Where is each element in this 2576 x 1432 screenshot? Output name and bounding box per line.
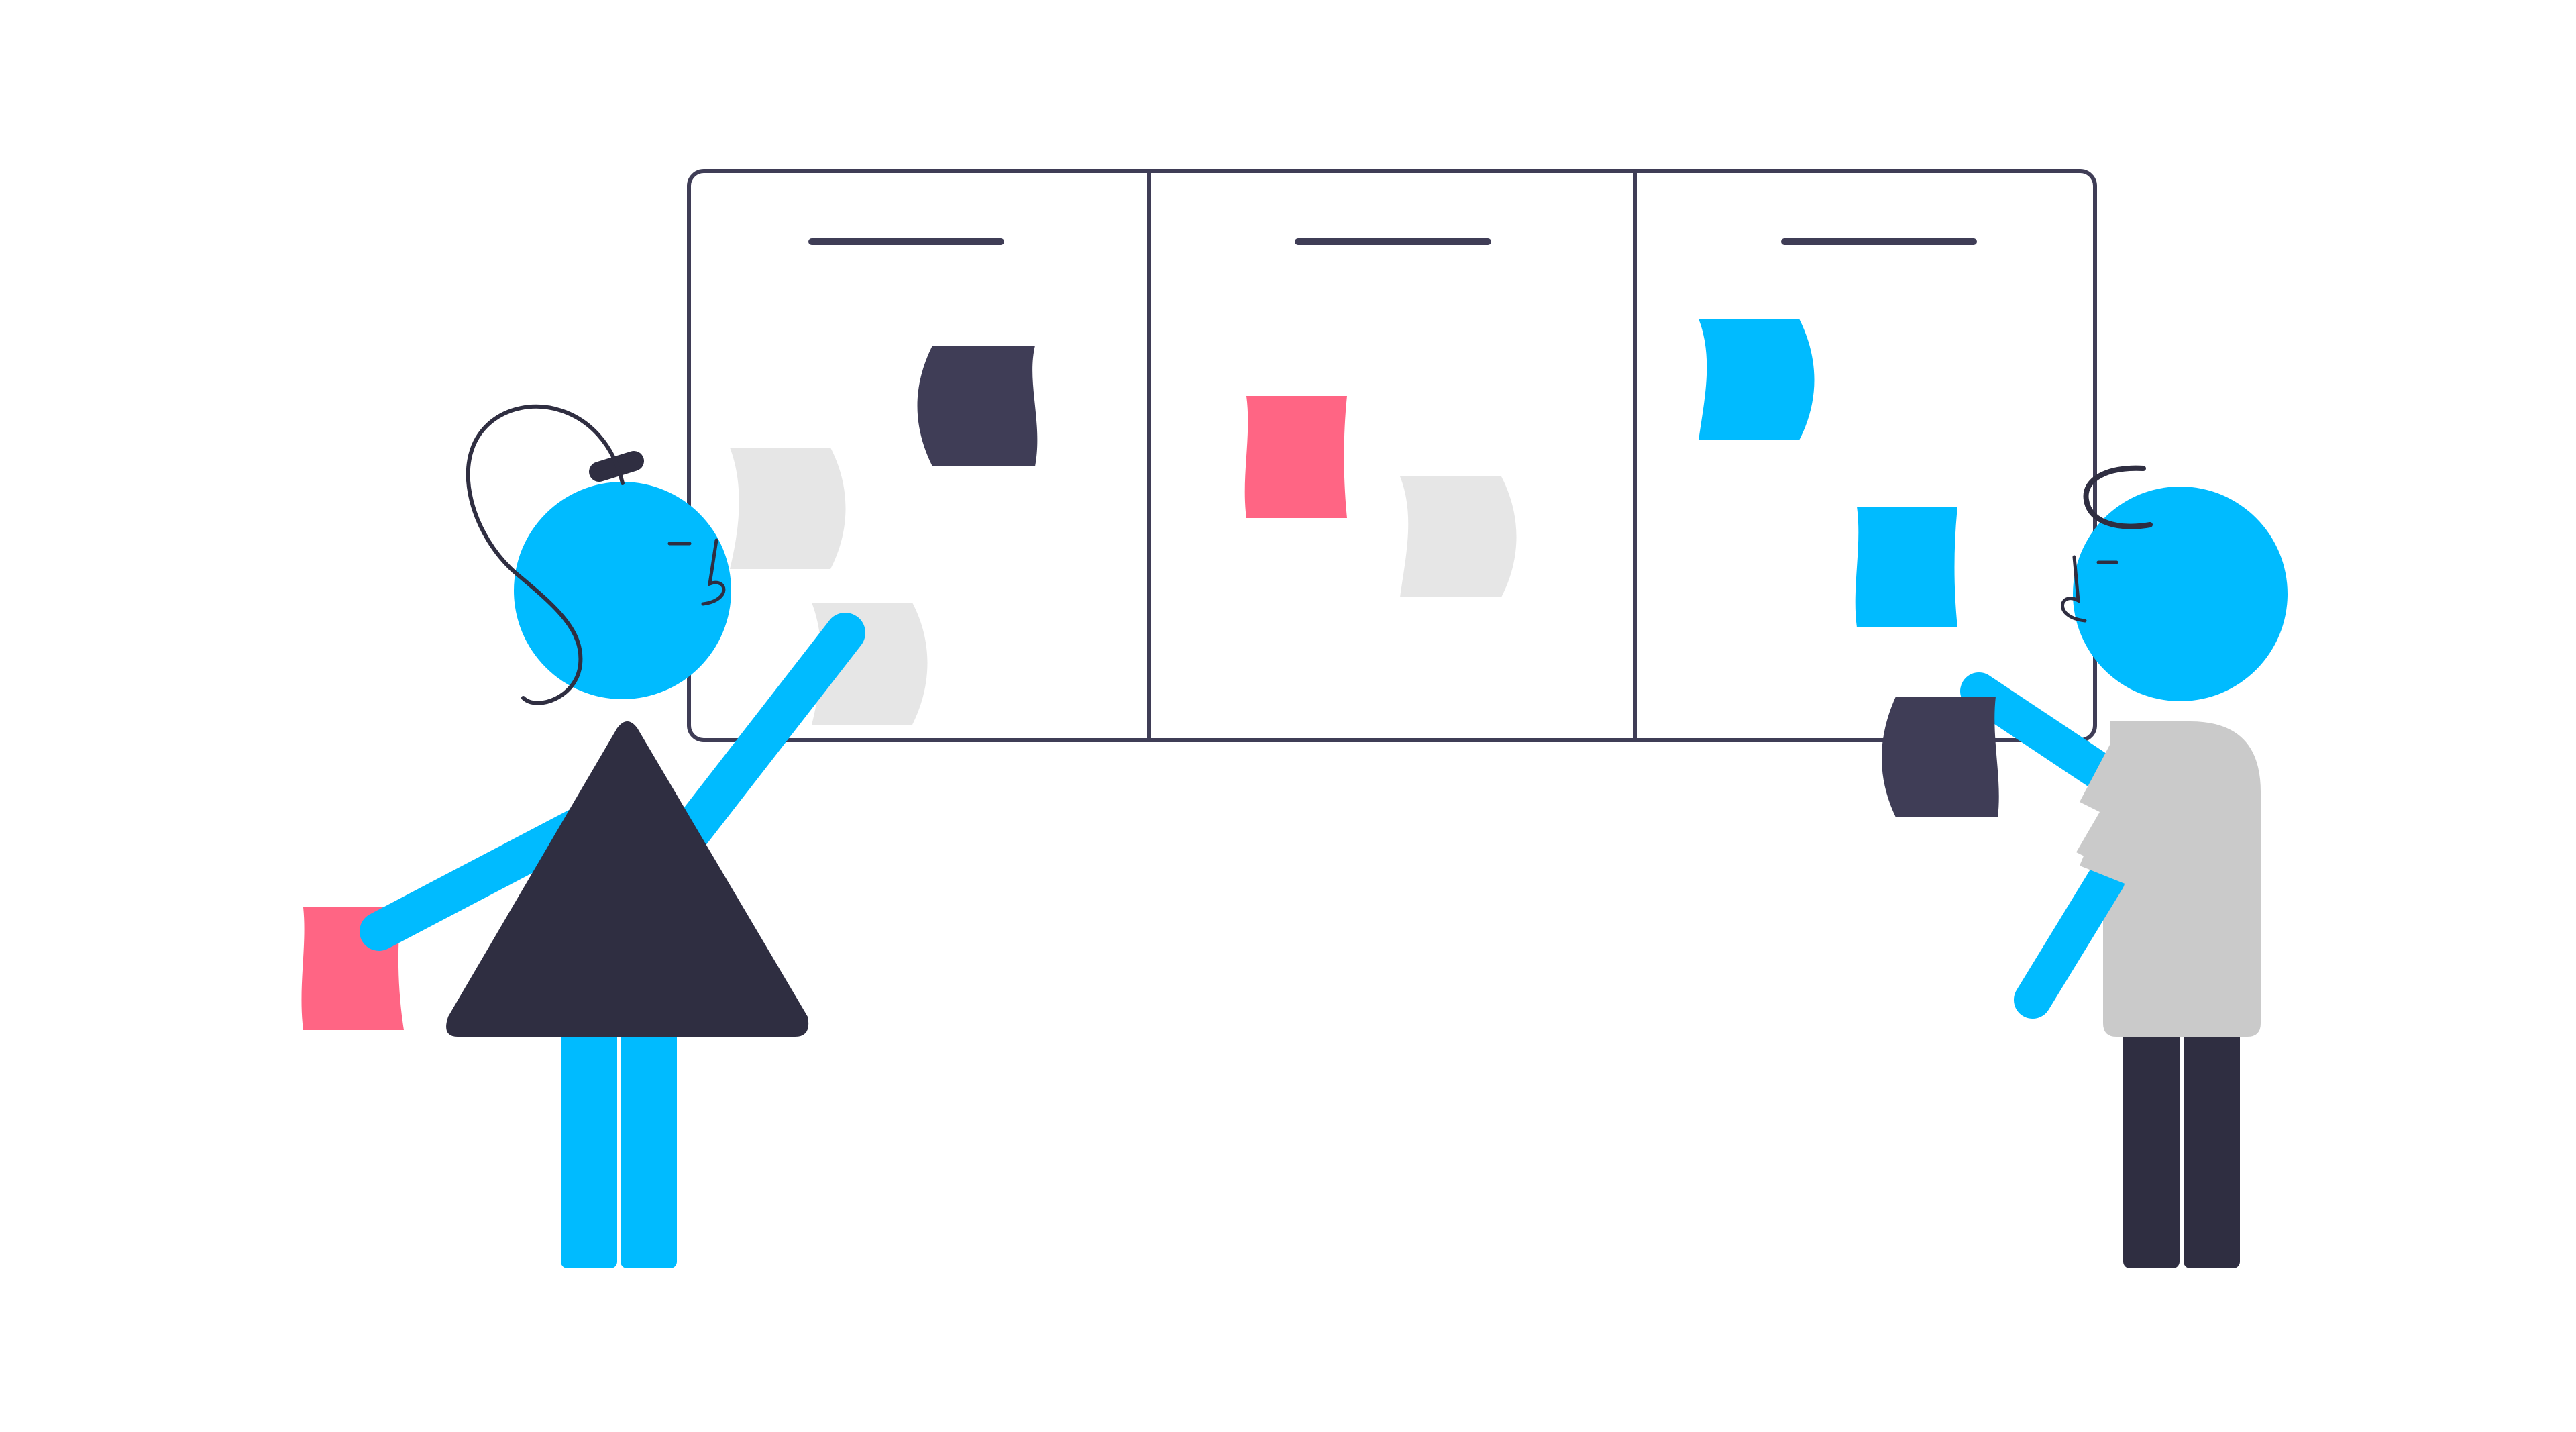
triangle-dress — [446, 721, 809, 1037]
left-leg — [2123, 1013, 2180, 1268]
sticky-note-gray — [730, 448, 846, 569]
torso — [2076, 721, 2261, 1037]
head — [514, 482, 731, 699]
board-frame — [687, 169, 2097, 742]
nose — [2061, 555, 2087, 623]
head — [2073, 487, 2288, 701]
sticky-note-pink — [1244, 396, 1347, 518]
hair-strand — [466, 404, 625, 705]
sticky-note-dark — [917, 346, 1038, 466]
sticky-note-blue — [1855, 507, 1957, 627]
left-figure — [301, 404, 865, 1268]
right-leg — [621, 1023, 677, 1268]
sleeve — [2080, 825, 2147, 886]
held-sticky-note-dark — [1882, 697, 1999, 817]
left-arm-lowered — [2014, 860, 2125, 1019]
kanban-board — [687, 169, 2097, 742]
nose — [701, 538, 726, 606]
right-figure — [1882, 465, 2288, 1268]
sticky-note-blue — [1699, 319, 1815, 440]
left-leg — [561, 1023, 617, 1268]
sticky-note-gray — [1400, 476, 1517, 597]
hair-curl — [2083, 465, 2153, 529]
right-arm — [657, 613, 865, 869]
right-leg — [2184, 1013, 2240, 1268]
